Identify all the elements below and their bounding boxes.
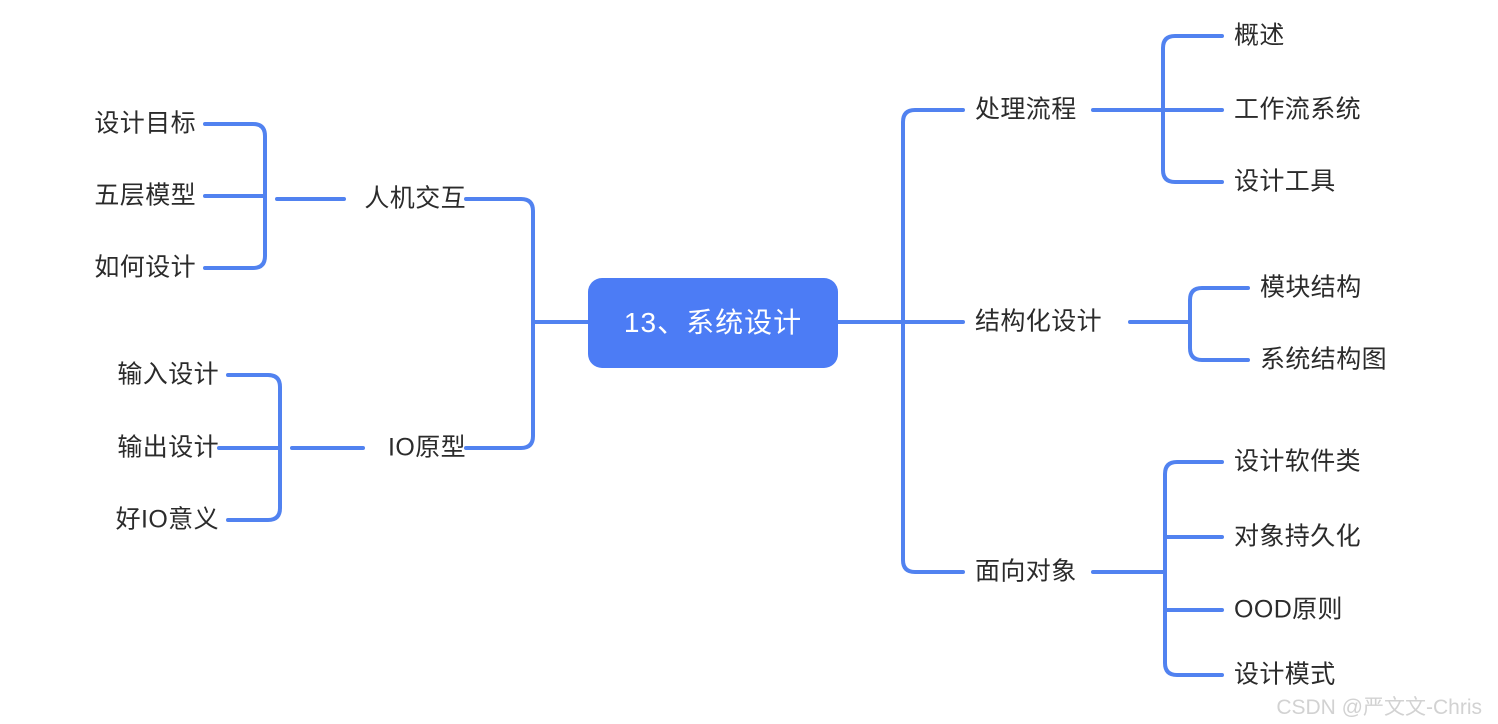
edge-hci-spine	[203, 122, 267, 270]
leaf-label-workflow-system[interactable]: 工作流系统	[1234, 95, 1362, 124]
leaf-label-object-persistence[interactable]: 对象持久化	[1234, 522, 1362, 551]
edge-left-trunk-spine	[464, 197, 535, 450]
leaf-label-design-tools[interactable]: 设计工具	[1234, 167, 1336, 196]
branch-label-structured-design[interactable]: 结构化设计	[975, 307, 1103, 336]
root-node-label: 13、系统设计	[623, 307, 803, 338]
branch-label-hci[interactable]: 人机交互	[364, 184, 466, 213]
branch-label-object-oriented[interactable]: 面向对象	[975, 557, 1077, 586]
edge-process-spine	[1161, 34, 1224, 184]
edge-oop-spine	[1163, 460, 1224, 677]
leaf-label-five-layer-model[interactable]: 五层模型	[94, 181, 196, 210]
leaf-label-how-to-design[interactable]: 如何设计	[94, 253, 196, 282]
branch-label-process-flow[interactable]: 处理流程	[975, 95, 1077, 124]
leaf-label-good-io-meaning[interactable]: 好IO意义	[115, 505, 219, 534]
leaf-label-module-structure[interactable]: 模块结构	[1260, 273, 1362, 302]
leaf-label-design-goal[interactable]: 设计目标	[94, 109, 196, 138]
leaf-label-design-patterns[interactable]: 设计模式	[1234, 660, 1336, 689]
leaf-label-overview[interactable]: 概述	[1234, 21, 1285, 50]
watermark-text: CSDN @严文文-Chris	[1276, 696, 1482, 719]
leaf-label-ood-principles[interactable]: OOD原则	[1234, 595, 1343, 624]
edge-structured-spine	[1188, 286, 1250, 362]
leaf-label-system-structure-diagram[interactable]: 系统结构图	[1260, 345, 1388, 374]
edge-right-trunk-spine	[901, 108, 965, 574]
leaf-label-design-software-class[interactable]: 设计软件类	[1234, 447, 1362, 476]
root-node[interactable]: 13、系统设计	[588, 278, 838, 368]
branch-label-io-prototype[interactable]: IO原型	[388, 433, 466, 462]
leaf-label-output-design[interactable]: 输出设计	[117, 433, 219, 462]
leaf-label-input-design[interactable]: 输入设计	[117, 360, 219, 389]
edge-io-spine	[226, 373, 282, 522]
